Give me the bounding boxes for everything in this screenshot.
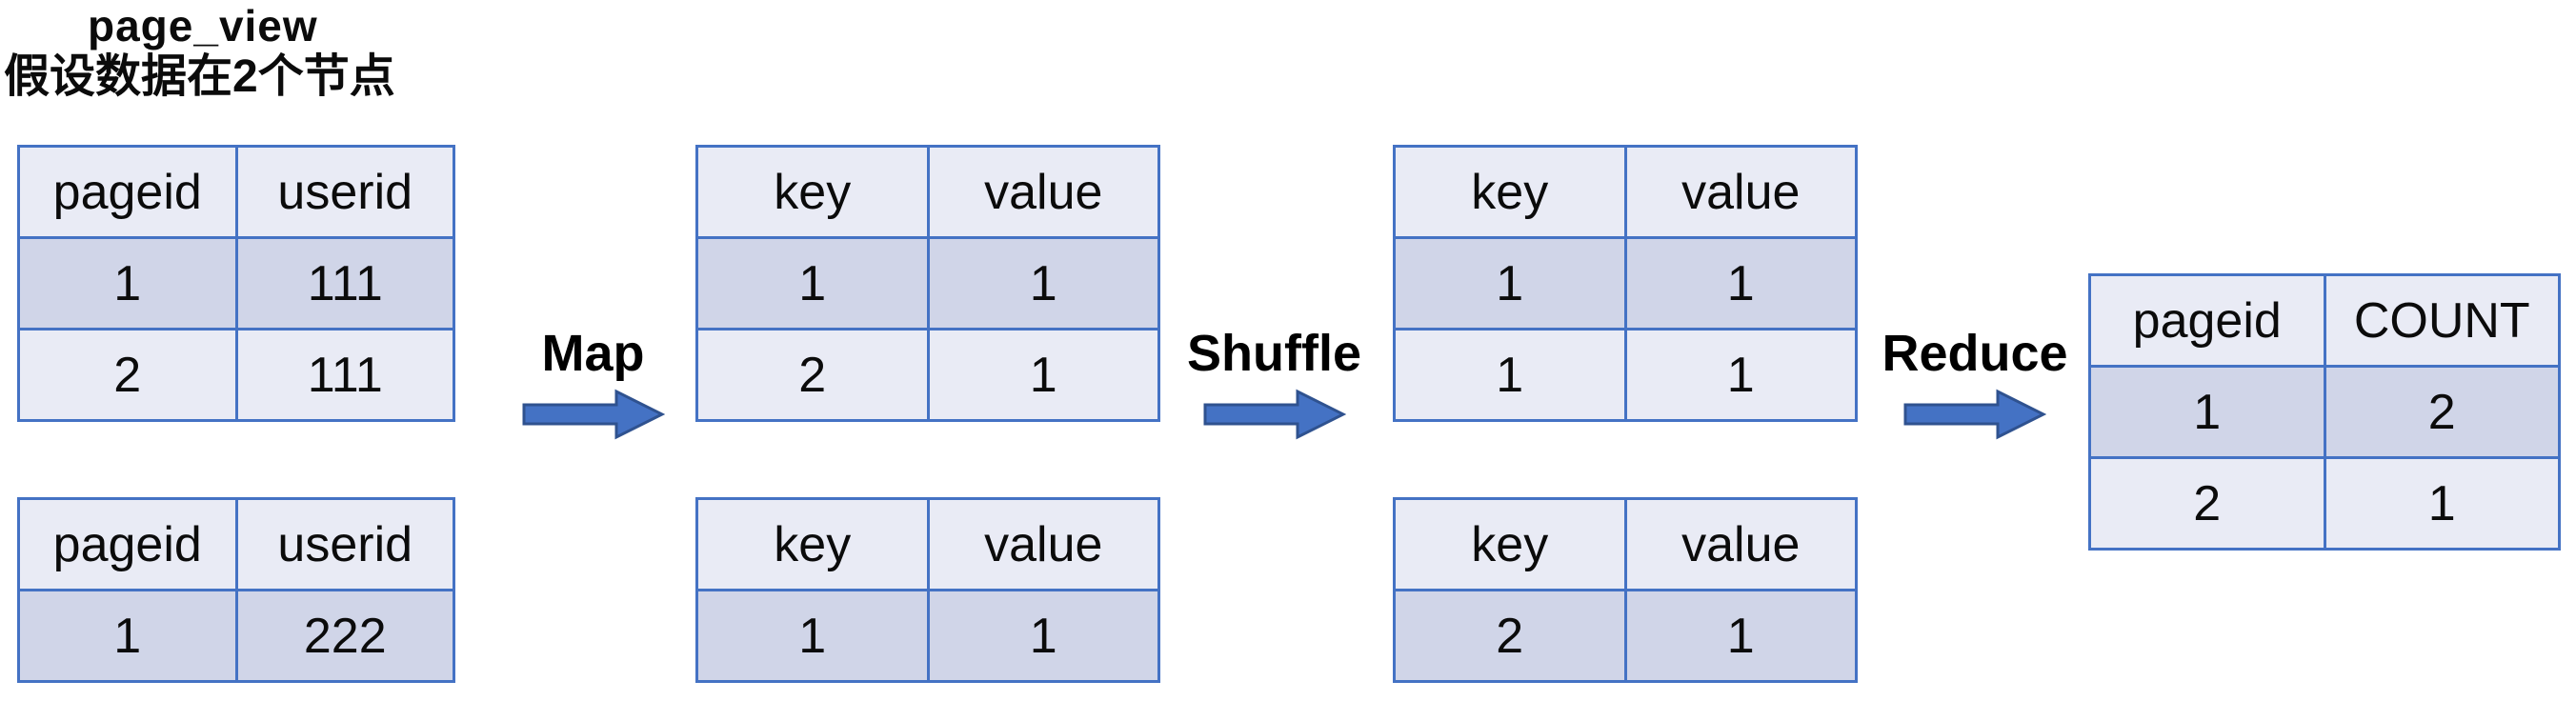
table-row: 1 111 [17,236,455,330]
table-header-row: pageid userid [17,145,455,239]
shuffle-stage: Shuffle [1177,328,1372,440]
map-output-table-node1: key value 1 1 2 1 [695,145,1160,422]
table-cell: 2 [2323,365,2561,459]
table-header-row: key value [695,145,1160,239]
table-header-row: pageid userid [17,497,455,591]
column-header: COUNT [2323,273,2561,368]
column-header: key [1393,497,1627,591]
table-cell: 1 [926,236,1160,330]
table-row: 1 1 [695,589,1160,683]
table-cell: 1 [926,328,1160,422]
column-header: value [1623,145,1858,239]
table-header-row: pageid COUNT [2088,273,2561,368]
right-arrow-icon [522,389,665,440]
shuffle-label: Shuffle [1187,325,1361,382]
title-line1: page_view [88,1,318,50]
column-header: key [695,497,930,591]
column-header: value [926,145,1160,239]
table-cell: 1 [17,236,238,330]
table-header-row: key value [1393,145,1858,239]
column-header: pageid [17,497,238,591]
shuffle-output-table-node2: key value 2 1 [1393,497,1858,683]
diagram-title: page_view 假设数据在2个节点 [0,1,395,102]
source-table-node1: pageid userid 1 111 2 111 [17,145,455,422]
table-row: 1 1 [1393,236,1858,330]
map-stage: Map [514,328,672,440]
table-cell: 1 [1623,328,1858,422]
column-header: value [926,497,1160,591]
map-label: Map [541,325,645,382]
title-line2: 假设数据在2个节点 [4,50,395,102]
table-cell: 1 [926,589,1160,683]
right-arrow-icon [1903,389,2046,440]
column-header: userid [234,497,455,591]
table-cell: 111 [234,236,455,330]
table-cell: 1 [695,236,930,330]
column-header: key [1393,145,1627,239]
table-cell: 1 [1393,328,1627,422]
table-cell: 1 [1623,236,1858,330]
table-row: 2 111 [17,328,455,422]
column-header: pageid [2088,273,2326,368]
table-cell: 1 [695,589,930,683]
table-row: 1 1 [1393,328,1858,422]
table-row: 2 1 [1393,589,1858,683]
table-cell: 1 [17,589,238,683]
table-cell: 222 [234,589,455,683]
reduce-label: Reduce [1882,325,2068,382]
table-cell: 2 [2088,456,2326,551]
reduce-result-table: pageid COUNT 1 2 2 1 [2088,273,2561,551]
source-table-node2: pageid userid 1 222 [17,497,455,683]
table-header-row: key value [1393,497,1858,591]
table-cell: 1 [1623,589,1858,683]
column-header: userid [234,145,455,239]
table-row: 1 222 [17,589,455,683]
table-cell: 2 [17,328,238,422]
right-arrow-icon [1203,389,1346,440]
column-header: key [695,145,930,239]
table-row: 1 2 [2088,365,2561,459]
table-cell: 2 [1393,589,1627,683]
table-row: 1 1 [695,236,1160,330]
table-row: 2 1 [2088,456,2561,551]
shuffle-output-table-node1: key value 1 1 1 1 [1393,145,1858,422]
table-cell: 1 [1393,236,1627,330]
column-header: pageid [17,145,238,239]
table-row: 2 1 [695,328,1160,422]
table-header-row: key value [695,497,1160,591]
table-cell: 1 [2323,456,2561,551]
table-cell: 111 [234,328,455,422]
map-output-table-node2: key value 1 1 [695,497,1160,683]
column-header: value [1623,497,1858,591]
table-cell: 2 [695,328,930,422]
reduce-stage: Reduce [1875,328,2075,440]
table-cell: 1 [2088,365,2326,459]
